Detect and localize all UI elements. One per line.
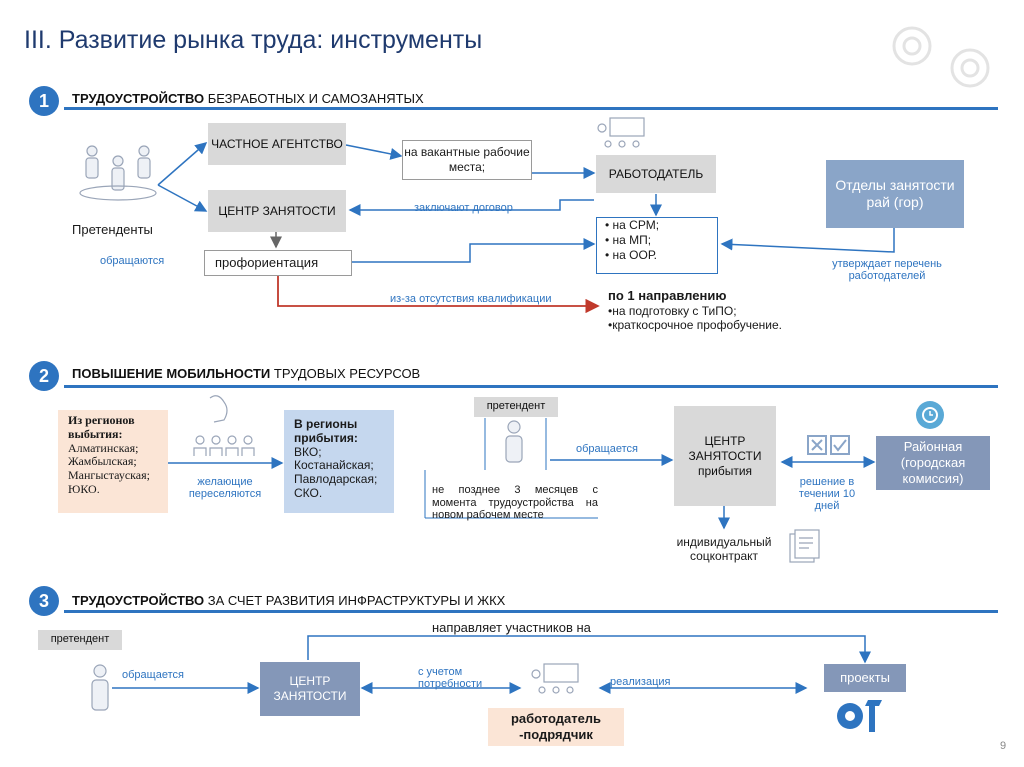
section-1-heading-rest: БЕЗРАБОТНЫХ И САМОЗАНЯТЫХ xyxy=(204,91,424,106)
section-2-heading-bold: ПОВЫШЕНИЕ МОБИЛЬНОСТИ xyxy=(72,366,271,381)
career-guidance-box: профориентация xyxy=(204,250,352,276)
section-3-heading-rest: ЗА СЧЕТ РАЗВИТИЯ ИНФРАСТРУКТУРЫ И ЖКХ xyxy=(204,593,506,608)
contractor-box: работодатель -подрядчик xyxy=(488,708,624,746)
timer-icon xyxy=(916,401,944,429)
section-number-2: 2 xyxy=(29,361,59,391)
to-regions-title: В регионы прибытия: xyxy=(294,417,358,445)
section-3-heading-bold: ТРУДОУСТРОЙСТВО xyxy=(72,593,205,608)
to-region-item: СКО. xyxy=(294,485,323,500)
from-region-item: Мангыстауская; xyxy=(68,468,150,483)
lack-qualification-label: из-за отсутствия квалификации xyxy=(390,293,552,305)
section-2-rule xyxy=(64,385,998,388)
vacancies-box: на вакантные рабочие места; xyxy=(402,140,532,180)
to-region-item: Костанайская; xyxy=(294,458,374,473)
from-region-item: Алматинская; xyxy=(68,440,139,455)
applicant-tag: претендент xyxy=(474,397,558,417)
employment-center-box: ЦЕНТР ЗАНЯТОСТИ xyxy=(260,662,360,716)
approve-label: утверждает перечень работодателей xyxy=(832,258,942,282)
employer-icon xyxy=(597,117,645,148)
contractor-icon xyxy=(531,663,579,694)
employment-center-box: ЦЕНТР ЗАНЯТОСТИ xyxy=(208,190,346,232)
page-title: III. Развитие рынка труда: инструменты xyxy=(24,26,483,54)
section-3-heading: ТРУДОУСТРОЙСТВО ЗА СЧЕТ РАЗВИТИЯ ИНФРАСТ… xyxy=(72,593,505,608)
directs-label: направляет участников на xyxy=(432,620,591,635)
section-number-1: 1 xyxy=(29,86,59,116)
apply-label: обращаются xyxy=(100,255,165,267)
contract-label: заключают договор xyxy=(414,202,513,214)
applicant-tag: претендент xyxy=(38,630,122,650)
direction-title: по 1 направлению xyxy=(608,288,727,303)
programs-box: • на СРМ; • на МП; • на ООР. xyxy=(596,217,718,274)
section-1-rule xyxy=(64,107,998,110)
to-region-item: Павлодарская; xyxy=(294,472,378,487)
section-2-heading: ПОВЫШЕНИЕ МОБИЛЬНОСТИ ТРУДОВЫХ РЕСУРСОВ xyxy=(72,366,420,381)
employer-box: РАБОТОДАТЕЛЬ xyxy=(596,155,716,193)
person-icon xyxy=(505,420,523,463)
program-item: • на СРМ; xyxy=(605,218,660,232)
program-item: • на ООР. xyxy=(605,248,657,262)
commission-box: Районная (городская комиссия) xyxy=(876,436,990,490)
from-regions-title: Из регионов выбытия: xyxy=(68,413,135,441)
reject-approve-icon xyxy=(807,435,850,455)
to-region-item: ВКО; xyxy=(294,444,322,459)
page-number: 9 xyxy=(1000,740,1007,752)
person-icon xyxy=(91,664,109,711)
documents-icon xyxy=(789,529,820,563)
gears-icon xyxy=(892,26,990,88)
applies-label: обращается xyxy=(122,669,184,681)
willing-label: желающие переселяются xyxy=(188,476,262,500)
to-regions-box: В регионы прибытия: ВКО; Костанайская; П… xyxy=(284,410,394,513)
tools-icon xyxy=(837,700,882,732)
arrival-center-box: ЦЕНТР ЗАНЯТОСТИ прибытия xyxy=(674,406,776,506)
program-item: • на МП; xyxy=(605,233,652,247)
from-region-item: ЮКО. xyxy=(68,481,100,496)
applicants-label: Претенденты xyxy=(72,222,153,237)
implementation-label: реализация xyxy=(610,676,671,688)
direction-block: по 1 направлению •на подготовку с ТиПО; … xyxy=(608,288,782,332)
direction-item: •на подготовку с ТиПО; xyxy=(608,303,737,318)
people-group-icon xyxy=(79,145,157,201)
from-region-item: Жамбылская; xyxy=(68,454,137,469)
section-3-rule xyxy=(64,610,998,613)
applies-label: обращается xyxy=(576,443,638,455)
deadline-label: не позднее 3 месяцев с момента трудоустр… xyxy=(432,484,598,522)
social-contract-label: индивидуальный соцконтракт xyxy=(676,535,772,563)
departments-box: Отделы занятости рай (гор) xyxy=(826,160,964,228)
section-1-heading-bold: ТРУДОУСТРОЙСТВО xyxy=(72,91,205,106)
projects-box: проекты xyxy=(824,664,906,692)
section-2-heading-rest: ТРУДОВЫХ РЕСУРСОВ xyxy=(270,366,421,381)
section-1-heading: ТРУДОУСТРОЙСТВО БЕЗРАБОТНЫХ И САМОЗАНЯТЫ… xyxy=(72,91,424,106)
from-regions-box: Из регионов выбытия: Алматинская; Жамбыл… xyxy=(58,410,168,513)
need-label: с учетом потребности xyxy=(418,666,483,690)
decision-label: решение в течении 10 дней xyxy=(798,476,856,513)
private-agency-box: ЧАСТНОЕ АГЕНТСТВО xyxy=(208,123,346,165)
section-number-3: 3 xyxy=(29,586,59,616)
direction-item: •краткосрочное профобучение. xyxy=(608,317,782,332)
hand-people-icon xyxy=(193,395,255,456)
